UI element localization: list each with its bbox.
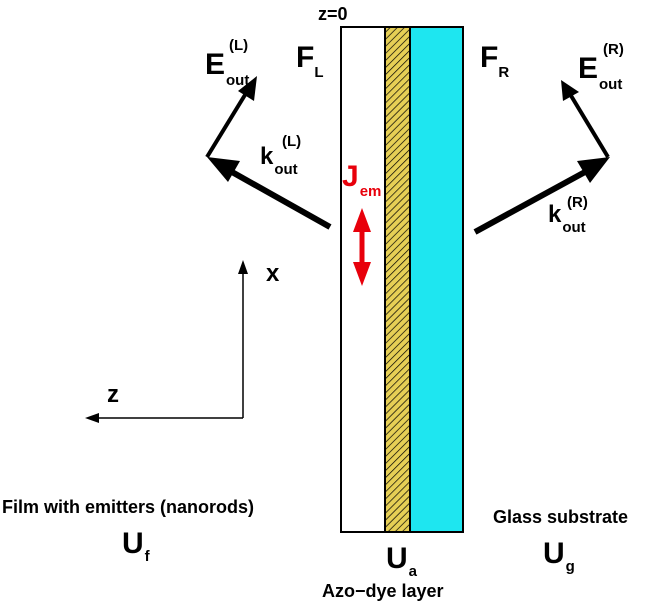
field-left-sub: L	[314, 64, 323, 81]
z0-label: z=0	[318, 4, 348, 24]
u-a-label: Ua	[386, 542, 418, 580]
e-out-left-sup: (L)	[229, 37, 248, 54]
e-out-right-main: E	[578, 52, 598, 85]
j-em-label: Jem	[342, 160, 381, 200]
k-out-left-sup: (L)	[282, 133, 301, 150]
j-em-sub: em	[360, 183, 382, 200]
axis-x-arrowhead	[238, 260, 248, 274]
e-out-left-sub: out	[226, 72, 249, 89]
u-a-sub: a	[409, 563, 418, 580]
axis-z-arrowhead	[85, 413, 99, 423]
e-out-right-arrow	[568, 92, 610, 159]
field-right-sub: R	[498, 64, 509, 81]
k-out-right-arrow	[473, 169, 587, 235]
u-f-label: Uf	[122, 527, 151, 565]
azo-caption: Azo−dye layer	[322, 581, 444, 601]
film-caption: Film with emitters (nanorods)	[2, 497, 254, 517]
axis-z-label: z	[107, 381, 119, 408]
e-out-left-arrow	[205, 88, 250, 159]
j-em-arrowhead-down	[353, 262, 371, 286]
k-out-left-arrowhead	[207, 157, 240, 182]
axis-x-label: x	[266, 260, 280, 287]
e-out-right-sub: out	[599, 76, 622, 93]
k-out-left-sub: out	[274, 161, 297, 178]
u-g-main: U	[543, 537, 565, 570]
k-out-right-arrowhead	[577, 157, 610, 183]
j-em-main: J	[342, 160, 359, 193]
field-left-label: FL	[296, 41, 324, 81]
k-out-left-arrow	[230, 169, 332, 230]
glass-caption: Glass substrate	[493, 507, 628, 527]
k-out-right-sub: out	[562, 219, 585, 236]
e-out-left-main: E	[205, 48, 225, 81]
k-out-right-label: kout	[548, 201, 586, 236]
e-out-left-arrowhead	[238, 76, 257, 101]
u-f-main: U	[122, 527, 144, 560]
u-g-label: Ug	[543, 537, 575, 575]
field-left-main: F	[296, 41, 314, 74]
k-out-left-label: kout	[260, 143, 298, 178]
u-a-main: U	[386, 542, 408, 575]
e-out-right-arrowhead	[561, 80, 579, 101]
u-f-sub: f	[145, 548, 151, 565]
e-out-left-label: Eout	[205, 48, 249, 89]
azo-dye-layer	[384, 26, 411, 533]
j-em-arrowhead-up	[353, 208, 371, 232]
e-out-right-sup: (R)	[603, 41, 624, 58]
field-right-label: FR	[480, 41, 509, 81]
k-out-right-main: k	[548, 201, 562, 228]
u-g-sub: g	[566, 558, 575, 575]
e-out-right-label: Eout	[578, 52, 622, 93]
k-out-left-main: k	[260, 143, 274, 170]
k-out-right-sup: (R)	[567, 194, 588, 211]
field-right-main: F	[480, 41, 498, 74]
glass-substrate-layer	[409, 26, 464, 533]
